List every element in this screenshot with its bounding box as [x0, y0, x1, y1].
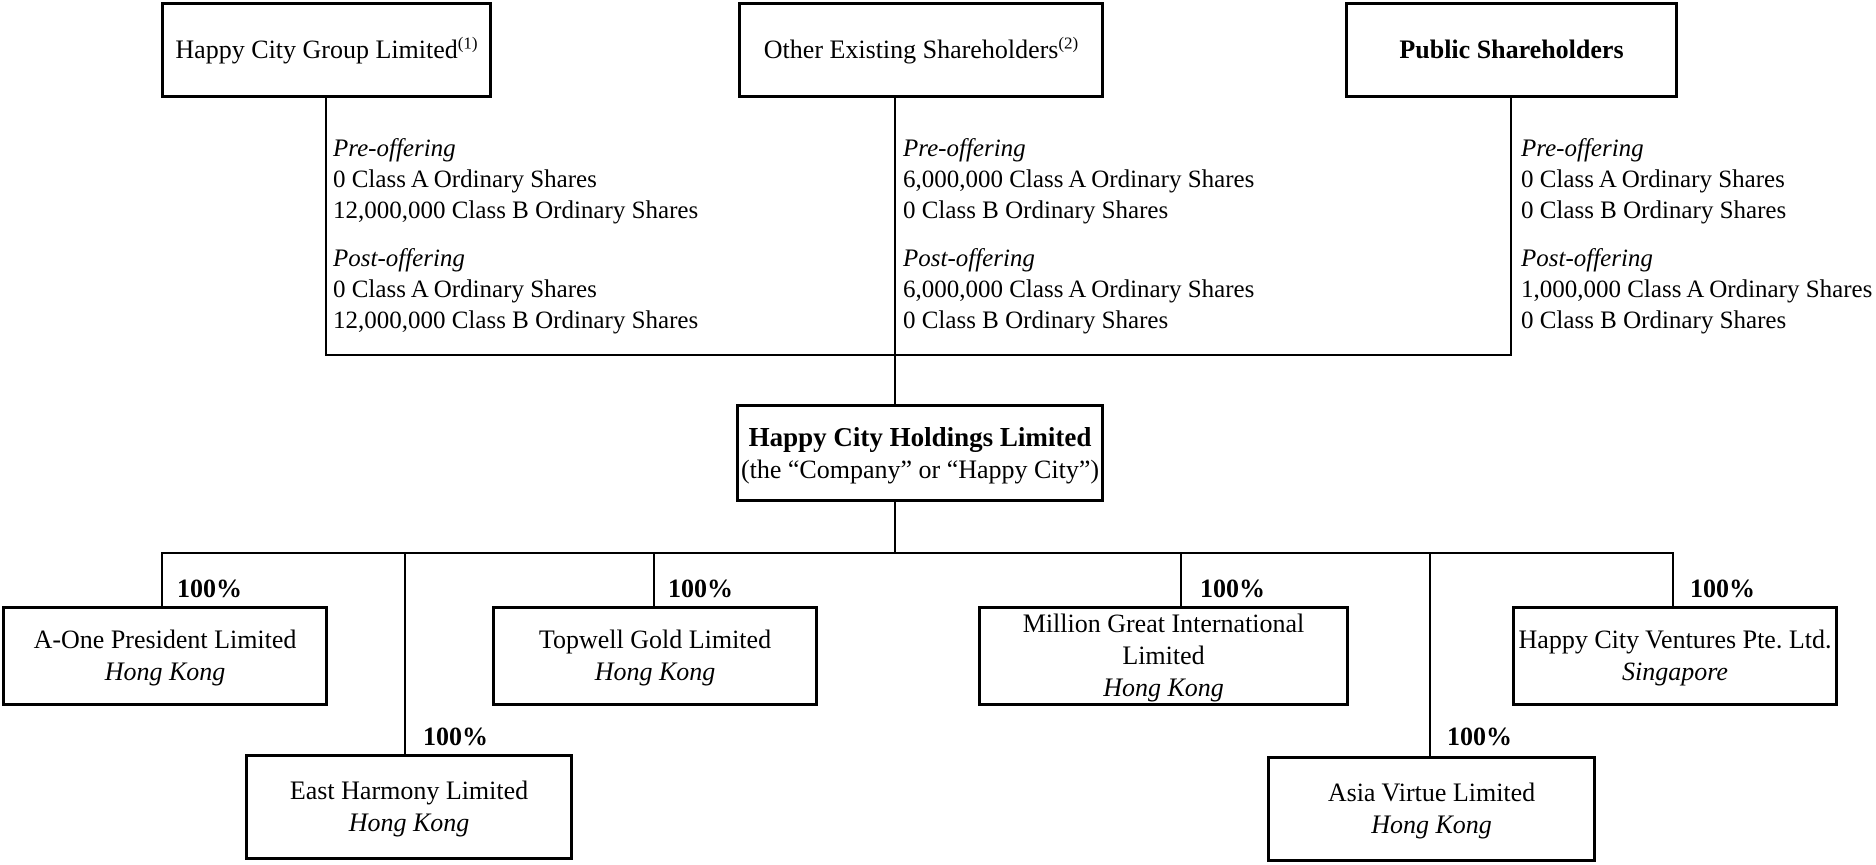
connector-shareholder1-drop [325, 98, 327, 356]
connector-asiavirtue-drop [1429, 552, 1431, 758]
connector-eastharmony-drop [404, 552, 406, 756]
post-offering-heading: Post-offering [903, 245, 1035, 272]
subsidiary-jurisdiction: Hong Kong [348, 808, 470, 837]
ownership-label-aone: 100% [177, 574, 242, 603]
post-offering-block: Post-offering 1,000,000 Class A Ordinary… [1521, 243, 1872, 336]
subsidiary-jurisdiction: Hong Kong [104, 657, 226, 686]
pre-offering-heading: Pre-offering [1521, 135, 1644, 162]
pre-offering-block: Pre-offering 0 Class A Ordinary Shares 1… [333, 133, 698, 226]
shareholder-name: Public Shareholders [1399, 34, 1623, 66]
shareholder-name-text: Other Existing Shareholders [763, 35, 1059, 64]
subsidiary-name: Happy City Ventures Pte. Ltd. [1518, 625, 1832, 654]
connector-shareholder2-drop [894, 98, 896, 406]
ownership-label-topwell: 100% [668, 574, 733, 603]
pre-offering-block: Pre-offering 0 Class A Ordinary Shares 0… [1521, 133, 1872, 226]
subsidiary-name: Asia Virtue Limited [1327, 778, 1536, 807]
pre-offering-block: Pre-offering 6,000,000 Class A Ordinary … [903, 133, 1254, 226]
ownership-label-eastharmony: 100% [423, 722, 488, 751]
subsidiary-box-ventures: Happy City Ventures Pte. Ltd. Singapore [1512, 606, 1838, 706]
subsidiary-jurisdiction: Hong Kong [1371, 810, 1492, 839]
subsidiary-name: Topwell Gold Limited [538, 625, 772, 654]
ownership-label-asiavirtue: 100% [1447, 722, 1512, 751]
connector-shareholder3-drop [1510, 98, 1512, 356]
subsidiary-name: East Harmony Limited [289, 776, 529, 805]
connector-top-rail [325, 354, 1512, 356]
footnote-marker: (2) [1058, 33, 1079, 53]
subsidiary-jurisdiction: Singapore [1622, 657, 1728, 686]
shareholder-box-other-existing: Other Existing Shareholders(2) [738, 2, 1104, 98]
subsidiary-name: A-One President Limited [33, 625, 297, 654]
company-box: Happy City Holdings Limited (the “Compan… [736, 404, 1104, 502]
subsidiary-box-topwell: Topwell Gold Limited Hong Kong [492, 606, 818, 706]
subsidiary-name: Million Great International Limited [1022, 609, 1305, 670]
subsidiary-box-eastharmony: East Harmony Limited Hong Kong [245, 754, 573, 860]
class-b-line: 0 Class B Ordinary Shares [1521, 307, 1787, 334]
connector-bottom-rail [161, 552, 1674, 554]
pre-offering-heading: Pre-offering [333, 135, 456, 162]
connector-company-trunk [894, 500, 896, 554]
share-detail-public: Pre-offering 0 Class A Ordinary Shares 0… [1521, 133, 1872, 336]
shareholder-name: Happy City Group Limited(1) [175, 34, 477, 66]
class-a-line: 0 Class A Ordinary Shares [1521, 166, 1785, 193]
company-alias: (the “Company” or “Happy City”) [740, 454, 1100, 484]
class-a-line: 1,000,000 Class A Ordinary Shares [1521, 276, 1873, 303]
class-b-line: 0 Class B Ordinary Shares [903, 307, 1169, 334]
subsidiary-box-aone: A-One President Limited Hong Kong [2, 606, 328, 706]
shareholder-name-text: Public Shareholders [1399, 35, 1624, 64]
shareholder-box-happy-city-group: Happy City Group Limited(1) [161, 2, 492, 98]
connector-topwell-drop [653, 552, 655, 608]
class-a-line: 6,000,000 Class A Ordinary Shares [903, 276, 1255, 303]
subsidiary-jurisdiction: Hong Kong [1103, 673, 1224, 702]
footnote-marker: (1) [457, 33, 478, 53]
pre-offering-heading: Pre-offering [903, 135, 1026, 162]
share-detail-other-existing: Pre-offering 6,000,000 Class A Ordinary … [903, 133, 1254, 336]
class-a-line: 0 Class A Ordinary Shares [333, 166, 597, 193]
class-a-line: 0 Class A Ordinary Shares [333, 276, 597, 303]
shareholder-name-text: Happy City Group Limited [175, 35, 458, 64]
class-b-line: 0 Class B Ordinary Shares [903, 197, 1169, 224]
subsidiary-box-asiavirtue: Asia Virtue Limited Hong Kong [1267, 756, 1596, 862]
shareholder-box-public: Public Shareholders [1345, 2, 1678, 98]
ownership-label-milliongreat: 100% [1200, 574, 1265, 603]
company-name: Happy City Holdings Limited [748, 421, 1092, 452]
post-offering-block: Post-offering 0 Class A Ordinary Shares … [333, 243, 698, 336]
subsidiary-box-milliongreat: Million Great International Limited Hong… [978, 606, 1349, 706]
share-detail-happy-city-group: Pre-offering 0 Class A Ordinary Shares 1… [333, 133, 698, 336]
connector-milliongreat-drop [1180, 552, 1182, 608]
connector-ventures-drop [1672, 552, 1674, 608]
class-b-line: 0 Class B Ordinary Shares [1521, 197, 1787, 224]
class-a-line: 6,000,000 Class A Ordinary Shares [903, 166, 1255, 193]
shareholder-name: Other Existing Shareholders(2) [764, 34, 1078, 66]
subsidiary-jurisdiction: Hong Kong [594, 657, 716, 686]
class-b-line: 12,000,000 Class B Ordinary Shares [333, 307, 699, 334]
post-offering-heading: Post-offering [1521, 245, 1653, 272]
post-offering-block: Post-offering 6,000,000 Class A Ordinary… [903, 243, 1254, 336]
post-offering-heading: Post-offering [333, 245, 465, 272]
ownership-label-ventures: 100% [1690, 574, 1755, 603]
class-b-line: 12,000,000 Class B Ordinary Shares [333, 197, 699, 224]
connector-aone-drop [161, 552, 163, 608]
